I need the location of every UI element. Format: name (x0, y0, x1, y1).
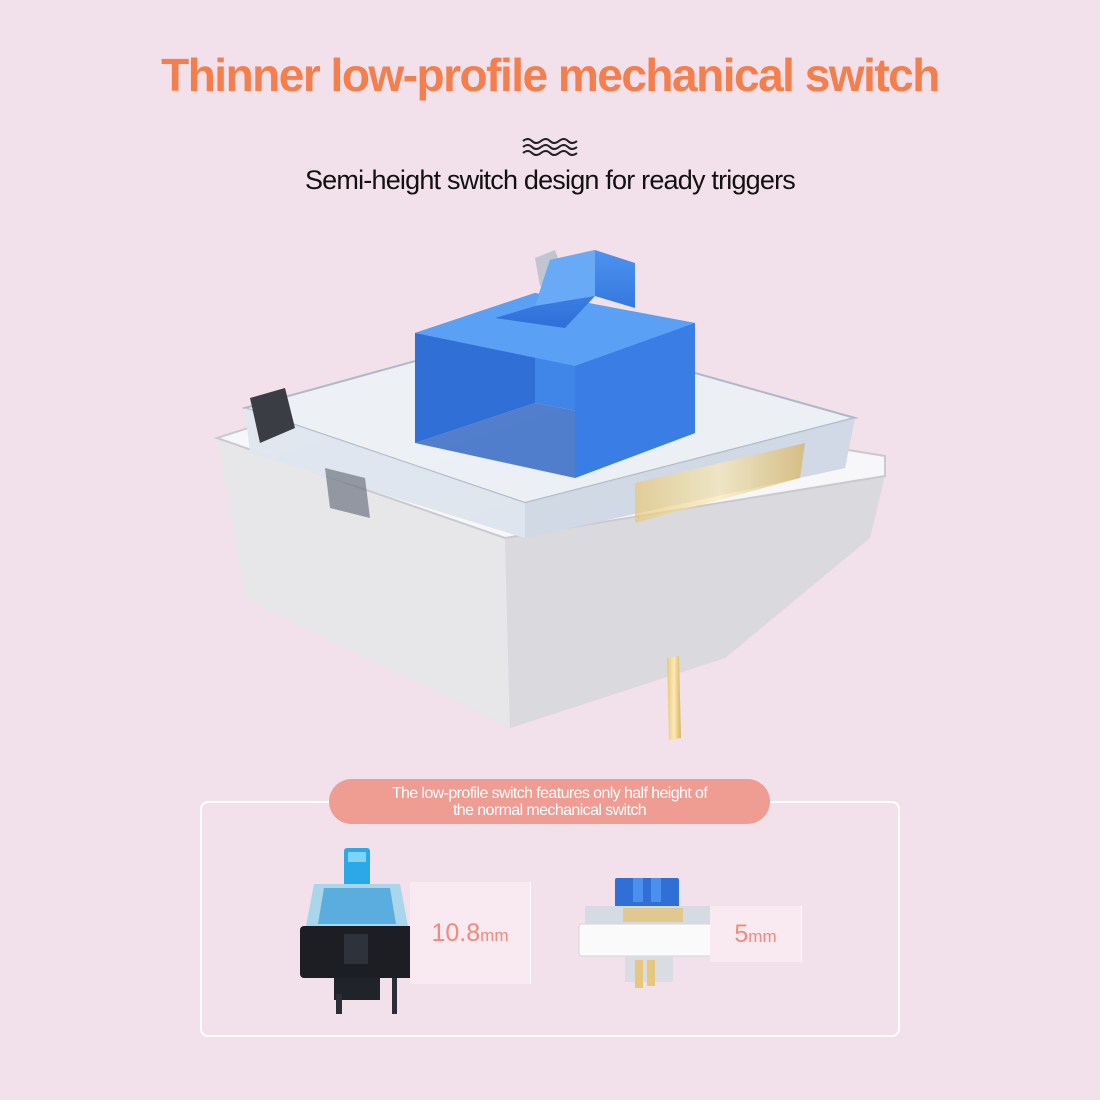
subheadline: Semi-height switch design for ready trig… (304, 165, 796, 195)
caption-line-1: The low-profile switch features only hal… (391, 784, 708, 802)
low-profile-switch-image (213, 250, 886, 740)
comparison-caption: The low-profile switch features only hal… (329, 779, 770, 824)
caption-line-2: the normal mechanical switch (452, 801, 647, 819)
headline: Thinner low-profile mechanical switch (161, 49, 940, 101)
standard-height-value: 10.8 (431, 918, 481, 947)
wave-icon (522, 138, 578, 156)
low-profile-switch-small-image (578, 878, 718, 988)
standard-switch-image (300, 848, 414, 1014)
standard-height-unit: mm (480, 926, 509, 945)
low-profile-height-unit: mm (748, 927, 777, 946)
low-profile-height-value: 5 (734, 919, 749, 948)
